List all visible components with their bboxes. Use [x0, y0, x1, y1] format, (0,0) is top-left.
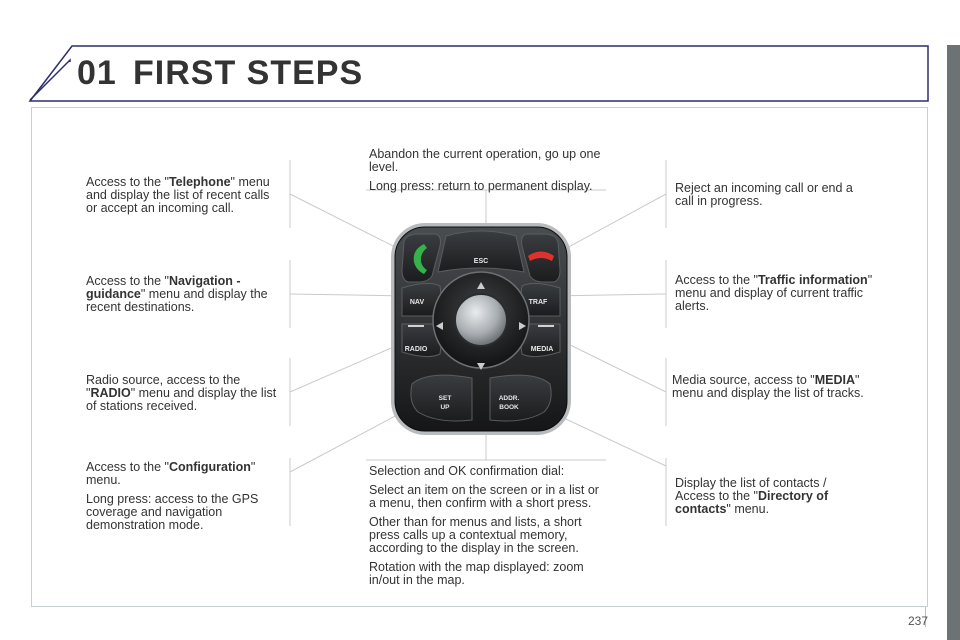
dial-description: Selection and OK confirmation dial: Sele…: [369, 464, 599, 587]
radio-button[interactable]: RADIO: [405, 346, 428, 353]
setup-button-line2[interactable]: UP: [440, 404, 450, 411]
traffic-button[interactable]: TRAF: [529, 299, 548, 306]
radio-description: Radio source, access to the "RADIO" menu…: [86, 373, 277, 413]
header-frame: [28, 45, 929, 102]
media-button[interactable]: MEDIA: [531, 346, 554, 353]
esc-button[interactable]: ESC: [474, 258, 488, 265]
media-description: Media source, access to "MEDIA" menu and…: [672, 373, 864, 400]
nav-button[interactable]: NAV: [410, 299, 425, 306]
content-frame: [31, 107, 928, 607]
side-bar: [947, 45, 960, 640]
addressbook-button-line2[interactable]: BOOK: [499, 404, 519, 411]
configuration-description: Access to the "Configuration" menu. Long…: [86, 460, 259, 532]
contacts-description: Display the list of contacts / Access to…: [675, 476, 829, 516]
page-title: FIRST STEPS: [133, 54, 364, 92]
setup-button-line1[interactable]: SET: [439, 395, 452, 402]
traffic-description: Access to the "Traffic information" menu…: [675, 273, 873, 313]
chapter-number: 01: [77, 54, 117, 92]
page-number: 237: [908, 614, 929, 628]
multifunction-controller: ESC NAV TRAF RADIO MEDIA SET UP ADDR. BO…: [391, 223, 571, 435]
addressbook-button-line1[interactable]: ADDR.: [499, 395, 520, 402]
esc-description: Abandon the current operation, go up one…: [369, 147, 601, 193]
reject-call-description: Reject an incoming call or end a call in…: [675, 181, 853, 208]
phone-call-icon[interactable]: [413, 244, 427, 274]
navigation-description: Access to the "Navigation - guidance" me…: [86, 274, 268, 314]
phone-hangup-icon[interactable]: [528, 251, 554, 262]
telephone-description: Access to the "Telephone" menu and displ…: [86, 175, 270, 215]
footer-divider: [925, 607, 926, 627]
